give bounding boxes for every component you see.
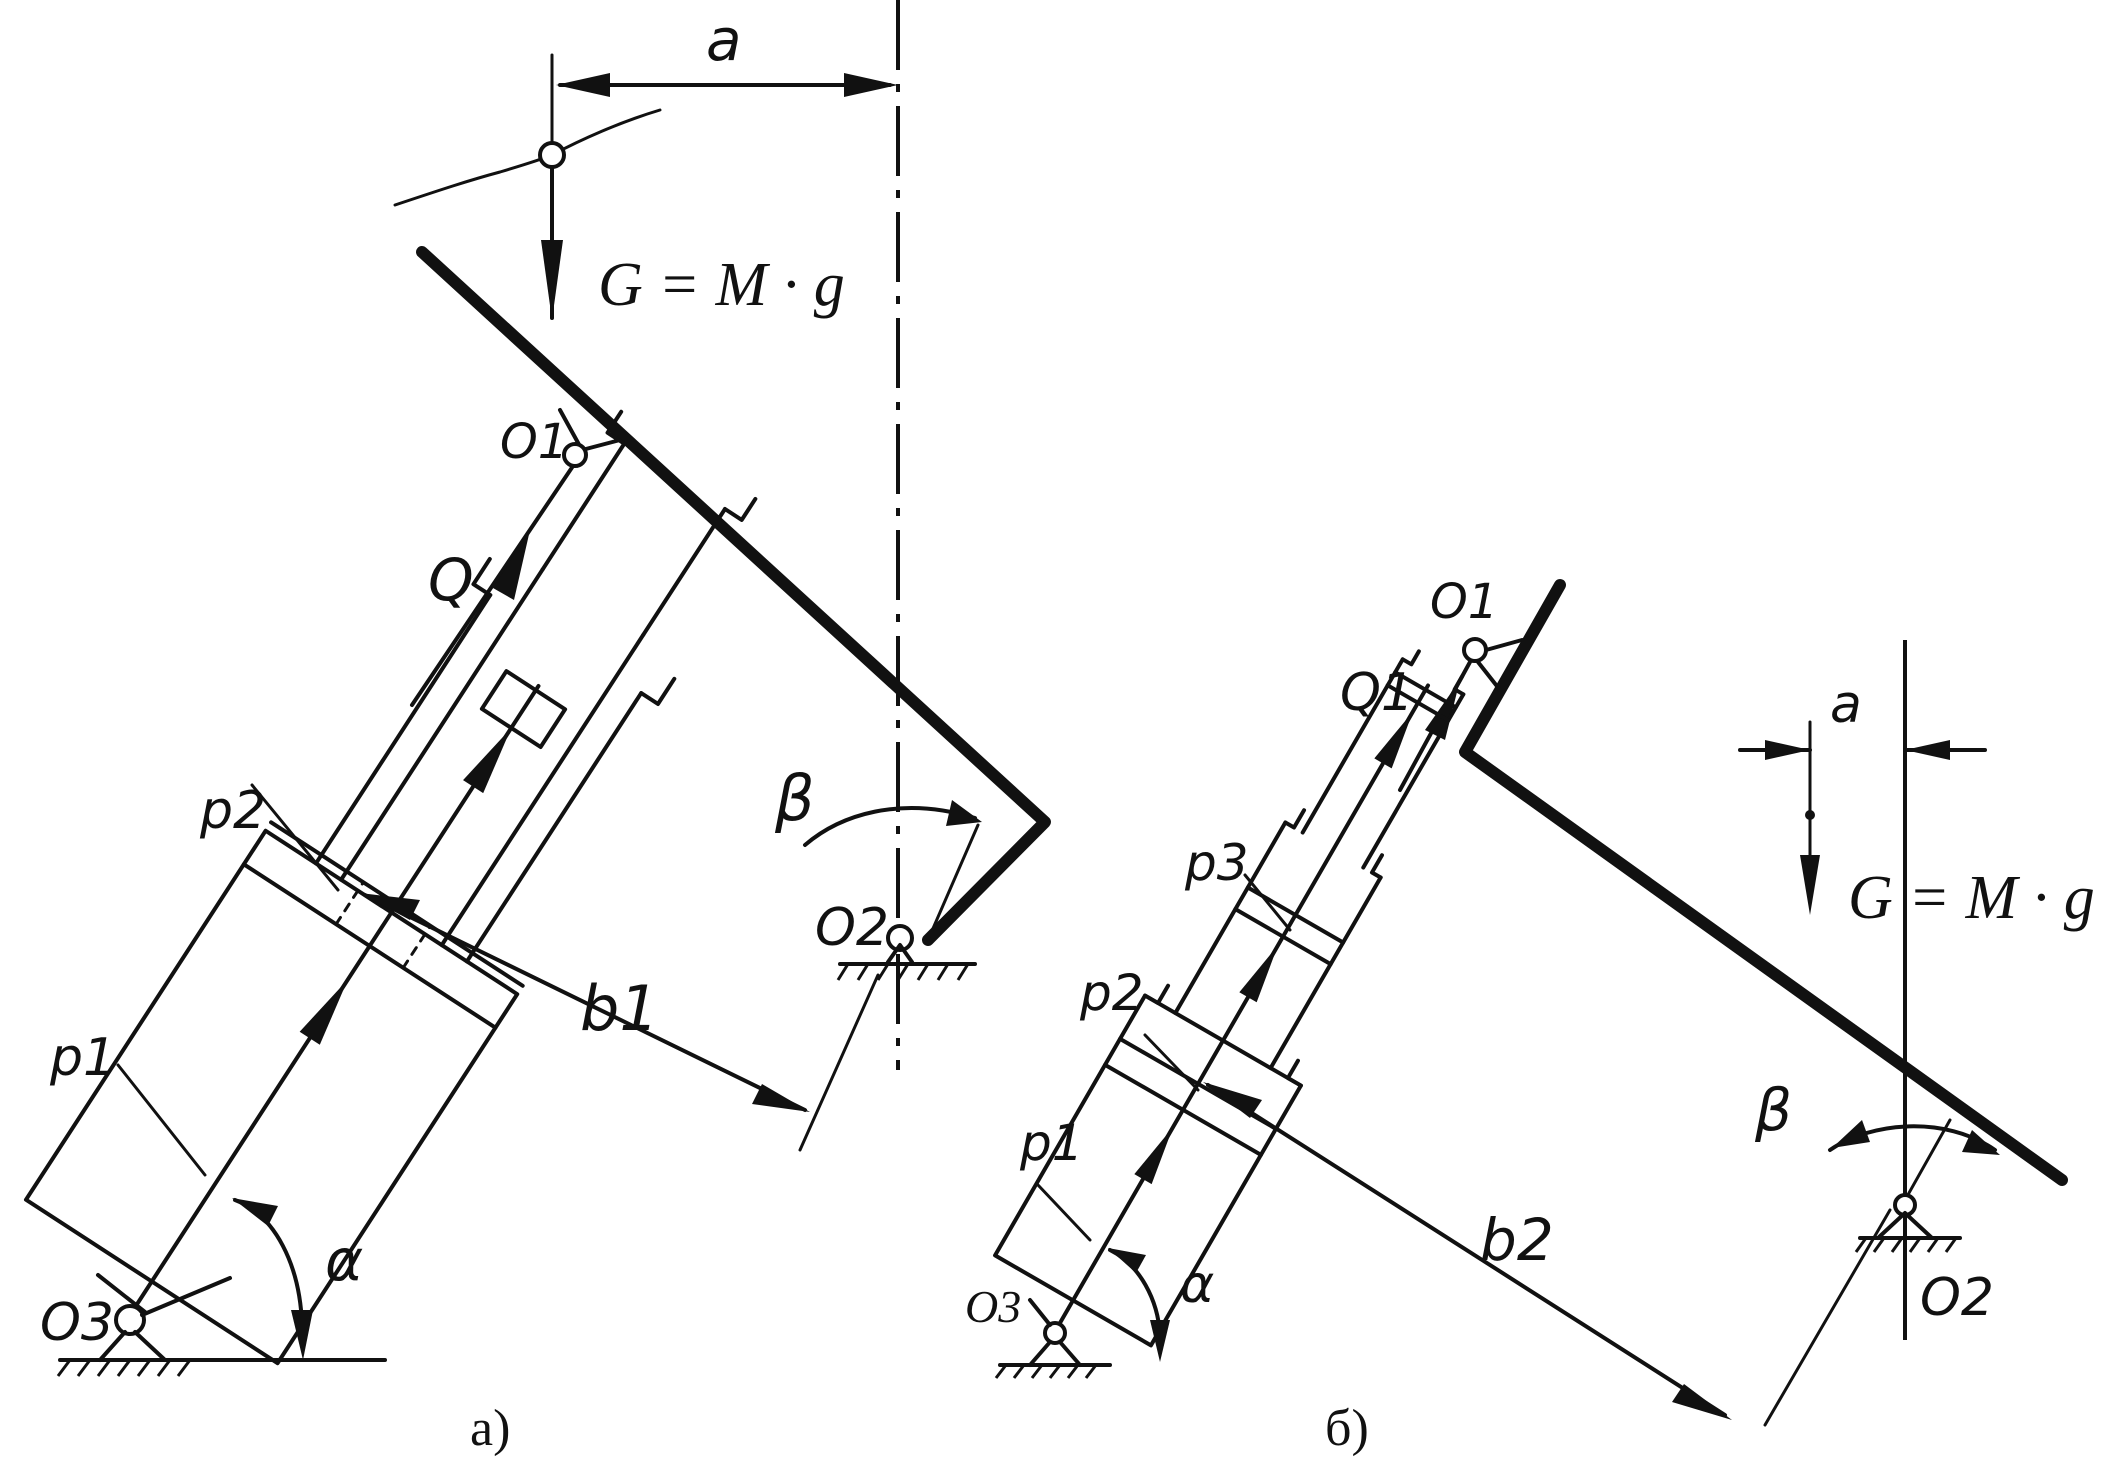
pressure-p1-a: p1	[49, 1028, 207, 1177]
lever-b	[1459, 579, 2068, 1186]
label-Q-a: Q	[428, 546, 474, 614]
hydraulic-cylinder-a	[23, 409, 758, 1366]
lever-a	[416, 246, 1051, 946]
dimension-a-b: a	[1738, 675, 1987, 902]
base-O3-a: α O3	[40, 1198, 387, 1377]
pin-O1-b: O1	[1430, 574, 1524, 692]
hydraulic-cylinder-b	[993, 649, 1466, 1348]
label-O2-a: O2	[815, 898, 889, 958]
pressure-p2-b: p2	[1079, 964, 1200, 1092]
label-p1-a: p1	[49, 1028, 116, 1088]
dimension-b1: b1	[360, 893, 880, 1152]
center-of-gravity-b: G = M · g	[1800, 810, 2095, 932]
label-p2-a: p2	[199, 781, 266, 841]
force-Q-a: Q	[410, 464, 575, 707]
base-O3-b: α O3	[965, 1248, 1214, 1379]
caption-b: б)	[1325, 1400, 1369, 1457]
center-of-gravity-a: G = M · g	[393, 108, 845, 320]
gravity-arrow-a	[541, 240, 563, 320]
angle-beta-b: β	[1754, 1076, 2000, 1202]
label-G-a: G = M · g	[598, 251, 845, 319]
label-O2-b: O2	[1920, 1268, 1994, 1328]
label-a-b: a	[1830, 675, 1862, 735]
pressure-p2-a: p2	[199, 781, 340, 892]
label-b2: b2	[1480, 1206, 1554, 1274]
label-b1: b1	[580, 972, 659, 1045]
label-G-b: G = M · g	[1848, 864, 2095, 932]
label-O1-b: O1	[1430, 574, 1498, 630]
label-alpha-b: α	[1180, 1255, 1214, 1315]
label-O1-a: O1	[500, 414, 568, 470]
label-alpha-a: α	[325, 1226, 363, 1294]
label-a: a	[706, 6, 742, 74]
pressure-p1-b: p1	[1019, 1114, 1092, 1242]
label-O3-b: O3	[965, 1281, 1021, 1332]
support-O2-b: O2	[1854, 1193, 1994, 1328]
label-beta-a: β	[774, 762, 815, 835]
pressure-p3-b: p3	[1184, 834, 1292, 932]
pin-O1-a: O1	[500, 408, 622, 470]
figure-b: a G = M · g O1 Q1	[965, 574, 2095, 1457]
label-beta-b: β	[1754, 1076, 1792, 1144]
label-p3-b: p3	[1184, 834, 1249, 892]
angle-beta-a: β	[774, 762, 982, 942]
caption-a: а)	[470, 1400, 510, 1457]
dimension-a: a	[550, 6, 898, 157]
label-p2-b: p2	[1079, 964, 1144, 1022]
figure-a: a G = M · g O1 Q	[23, 0, 1051, 1457]
support-O2-a: O2	[815, 898, 977, 981]
label-p1-b: p1	[1019, 1114, 1084, 1172]
label-O3-a: O3	[40, 1293, 114, 1353]
dimension-b2: b2	[1203, 1082, 1892, 1427]
